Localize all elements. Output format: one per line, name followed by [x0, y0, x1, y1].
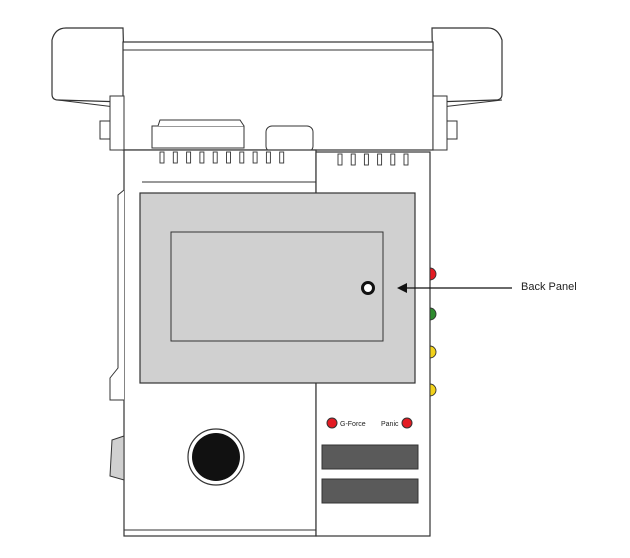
vent-slot — [199, 151, 205, 164]
vent-slot — [252, 151, 258, 164]
back-panel-screw — [361, 281, 375, 295]
vent-slot — [377, 153, 383, 166]
vent-slot — [337, 153, 343, 166]
vent-slot — [172, 151, 178, 164]
top-round-connector — [265, 125, 314, 153]
side-led-green — [429, 307, 437, 321]
display-slot-upper — [321, 444, 419, 470]
top-connector-block — [151, 125, 245, 149]
vent-slot — [350, 153, 356, 166]
panic-label: Panic — [381, 421, 399, 428]
vent-slots-left — [159, 151, 285, 164]
mount-bracket-left-wing — [51, 27, 126, 103]
g-force-led — [326, 417, 338, 429]
back-panel-callout-label: Back Panel — [521, 281, 577, 293]
display-slot-lower — [321, 478, 419, 504]
g-force-label: G-Force — [340, 421, 366, 428]
side-led-yellow — [429, 345, 437, 359]
vent-slot — [279, 151, 285, 164]
right-side-tab — [446, 120, 458, 140]
left-post — [109, 95, 125, 151]
vent-slot — [239, 151, 245, 164]
left-side-tab — [99, 120, 111, 140]
vent-slot — [403, 153, 409, 166]
vent-slot — [212, 151, 218, 164]
callout-arrowhead — [397, 283, 407, 293]
vent-slot — [390, 153, 396, 166]
side-led-yellow — [429, 383, 437, 397]
side-led-red — [429, 267, 437, 281]
back-panel-inner-plate — [170, 231, 384, 342]
control-knob — [192, 433, 240, 481]
right-post — [432, 95, 448, 151]
left-side-clip — [109, 435, 125, 481]
mount-bracket-right-wing — [431, 27, 503, 103]
side-led-column — [429, 267, 437, 397]
panic-led — [401, 417, 413, 429]
vent-slot — [363, 153, 369, 166]
vent-slot — [226, 151, 231, 164]
vent-slot — [159, 151, 165, 164]
vent-slots-right — [337, 153, 409, 166]
vent-slot — [265, 151, 271, 164]
vent-slot — [186, 151, 192, 164]
left-side-bump — [109, 189, 125, 401]
